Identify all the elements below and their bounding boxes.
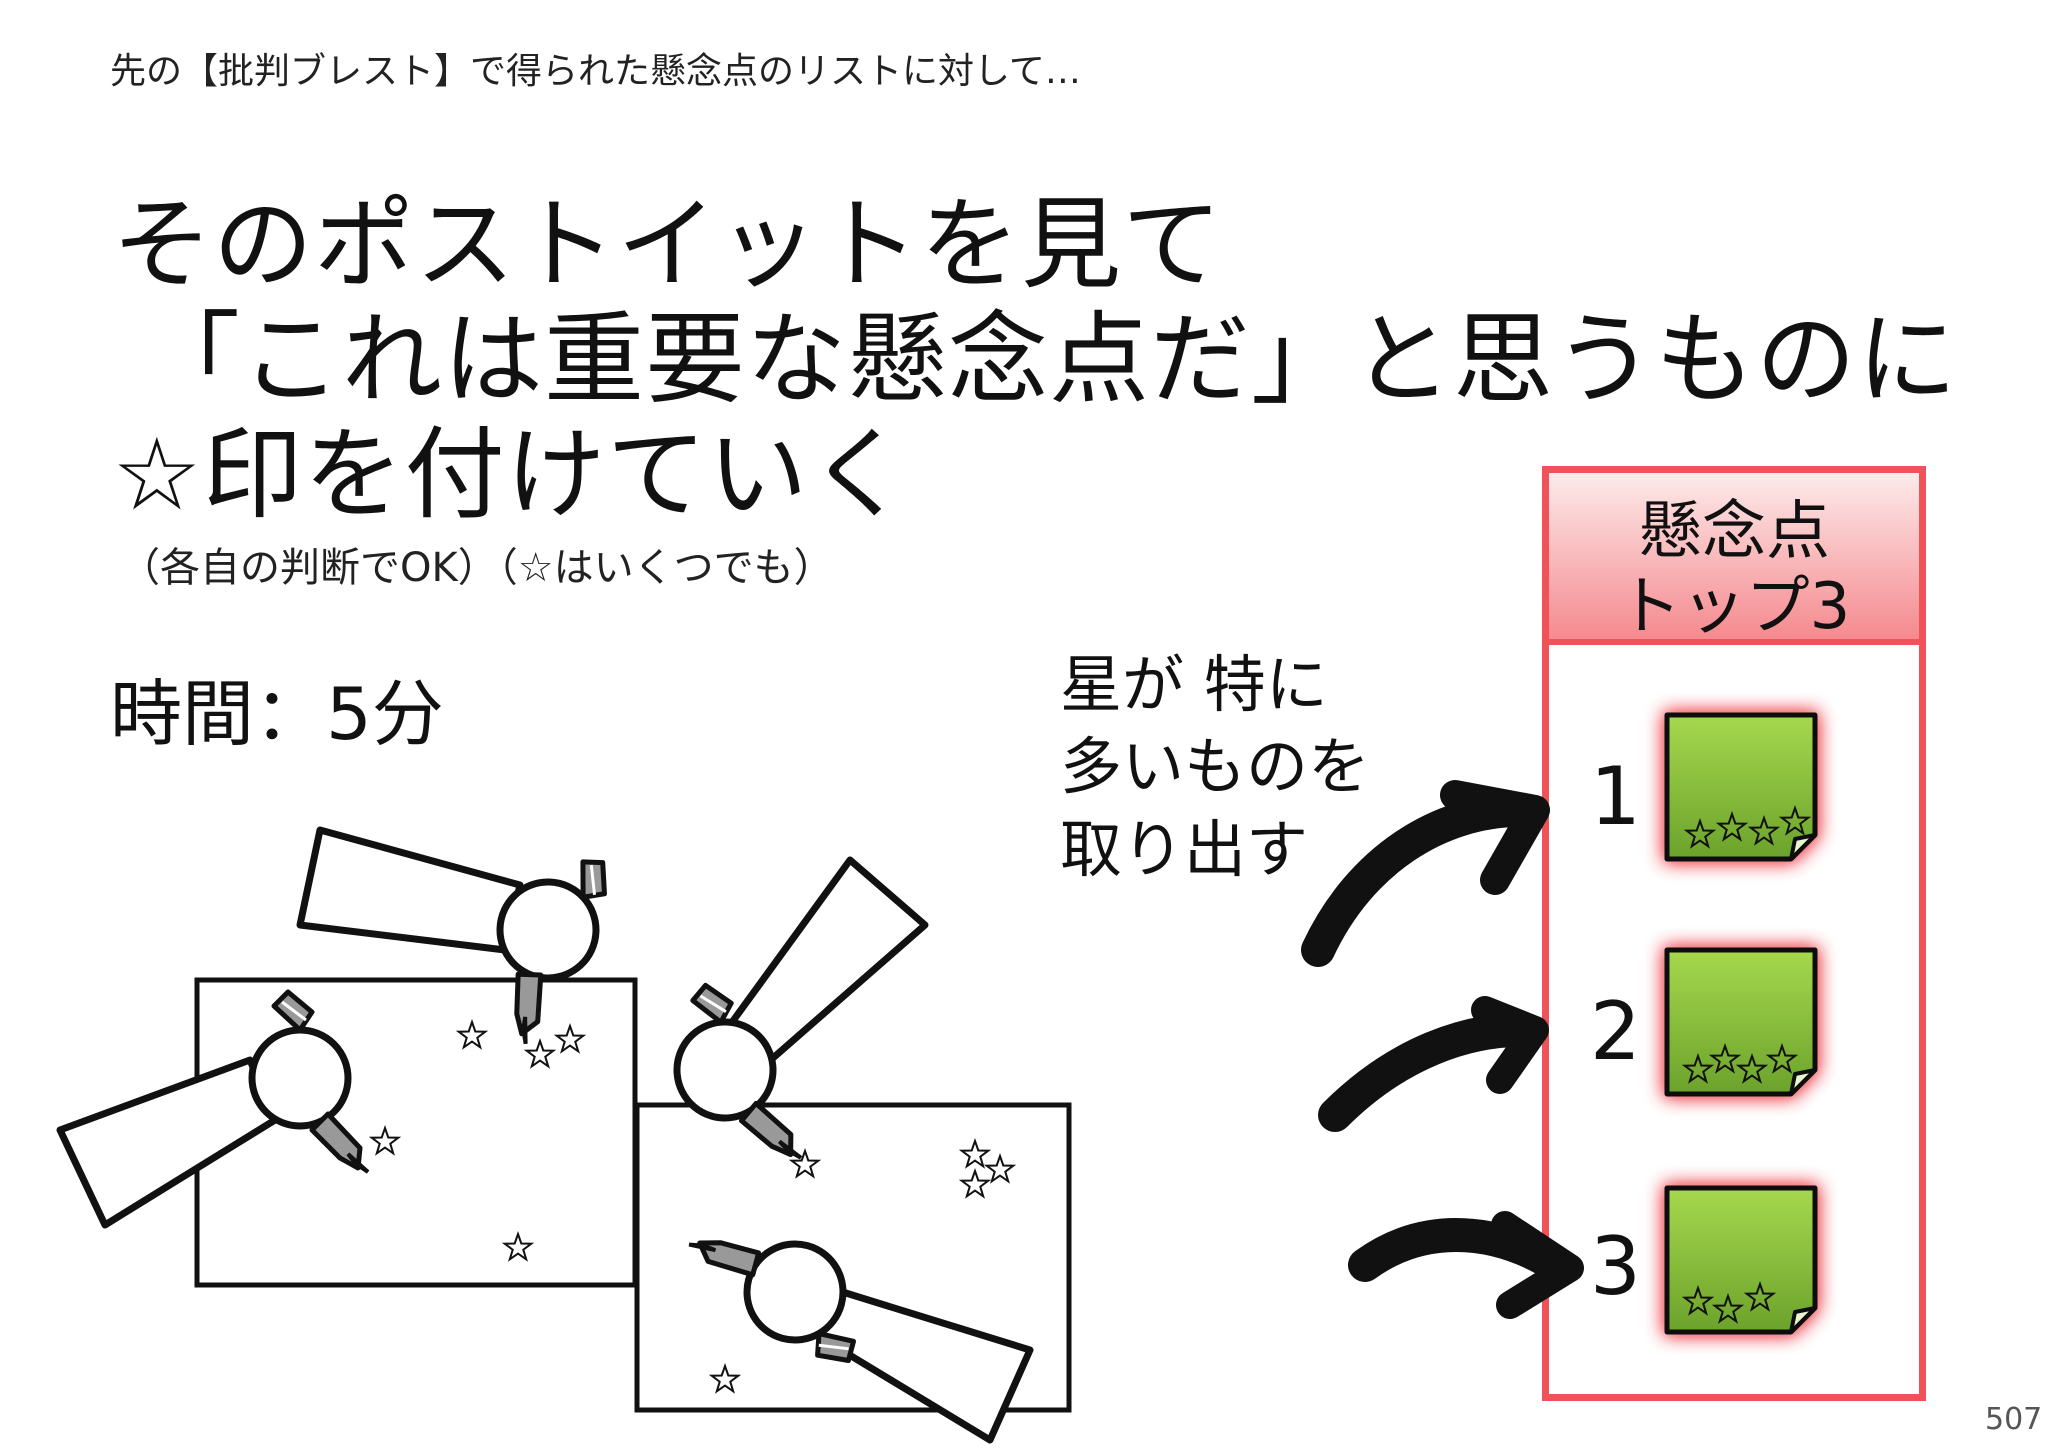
heading-line-1: そのポストイットを見て: [112, 186, 1223, 303]
ranked-note-2: [1667, 950, 1815, 1094]
page-number: 507: [1985, 1402, 2043, 1437]
ranked-note-3: [1667, 1188, 1815, 1332]
time-label: 時間：5分: [110, 672, 444, 756]
note-text: （各自の判断でOK）（☆はいくつでも）: [120, 545, 834, 591]
pick-text-line-1: 星が 特に: [1060, 648, 1328, 721]
curved-arrow-icon: [1301, 780, 1584, 1319]
panel-title-line-1: 懸念点: [1638, 495, 1830, 569]
pick-text-line-3: 取り出す: [1060, 813, 1309, 886]
rank-label-1: 1: [1590, 750, 1641, 843]
ranked-note-1: [1667, 715, 1815, 859]
marker-pen-icon: [56, 826, 1034, 1444]
pick-text-line-2: 多いものを: [1060, 730, 1371, 803]
top3-panel: [1542, 466, 1926, 1401]
rank-label-3: 3: [1590, 1220, 1641, 1313]
intro-text: 先の【批判ブレスト】で得られた懸念点のリストに対して…: [110, 51, 1081, 92]
rank-label-2: 2: [1590, 985, 1641, 1078]
panel-header: [1549, 473, 1919, 645]
heading-line-3: ☆印を付けていく: [112, 416, 910, 533]
note-board-left: [194, 977, 638, 1288]
panel-title-line-2: トップ3: [1617, 570, 1851, 644]
heading-line-2: 「これは重要な懸念点だ」と思うものに: [140, 301, 1958, 418]
